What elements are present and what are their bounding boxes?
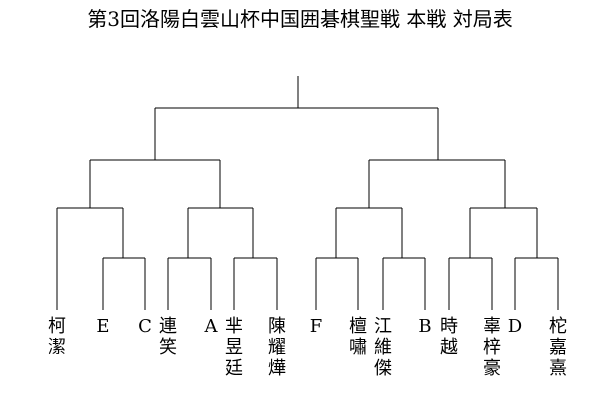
player-mi-yuting: 芈昱廷 bbox=[225, 316, 243, 379]
player-ke-jie: 柯潔 bbox=[48, 316, 66, 358]
player-slot-C: C bbox=[138, 316, 152, 337]
player-gu-zihao: 辜梓豪 bbox=[483, 316, 501, 379]
player-slot-E: E bbox=[96, 316, 110, 337]
player-shi-yue: 時越 bbox=[440, 316, 458, 358]
player-slot-D: D bbox=[507, 316, 523, 337]
player-tan-xiao: 檀嘯 bbox=[349, 316, 367, 358]
player-slot-B: B bbox=[418, 316, 432, 337]
player-slot-F: F bbox=[309, 316, 323, 337]
player-chen-yaoye: 陳耀燁 bbox=[268, 316, 286, 379]
player-slot-A: A bbox=[204, 316, 218, 337]
page-title: 第3回洛陽白雲山杯中国囲碁棋聖戦 本戦 対局表 bbox=[87, 7, 513, 31]
player-lian-xiao: 連笑 bbox=[159, 316, 177, 358]
player-tuo-jiaxi: 柁嘉熹 bbox=[549, 316, 567, 379]
player-jiang-weijie: 江維傑 bbox=[374, 316, 392, 379]
